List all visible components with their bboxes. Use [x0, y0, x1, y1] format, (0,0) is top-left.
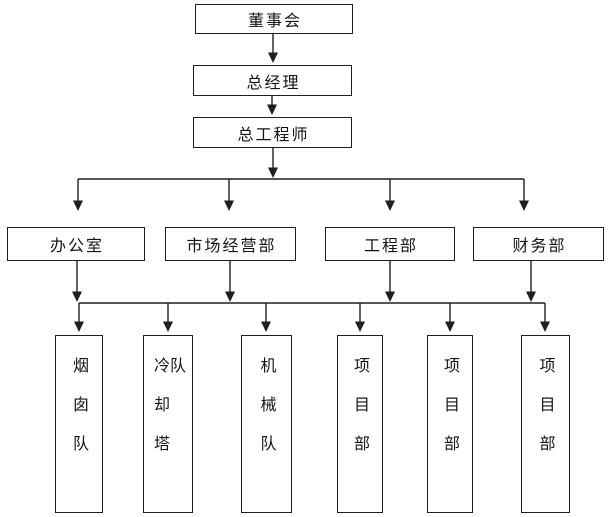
node-label: 财务部: [512, 236, 567, 255]
arrow-engineering-dept-to-bus: [385, 261, 395, 302]
node-cooling-tower-team: 冷却塔队: [143, 335, 193, 513]
arrow-bus-to-chimney-team: [74, 303, 84, 332]
arrow-bus-to-engineering-dept: [385, 179, 395, 211]
arrow-bus-to-project-dept-3: [540, 303, 550, 332]
node-label: 办公室: [49, 236, 104, 255]
arrow-board-to-gm: [268, 34, 278, 63]
node-market-operations-dept: 市场经营部: [165, 227, 296, 261]
node-office: 办公室: [7, 227, 145, 261]
node-label: 烟囱队: [70, 357, 89, 474]
node-engineering-dept: 工程部: [325, 227, 455, 261]
arrow-bus-to-project-dept-1: [355, 303, 365, 332]
node-chimney-team: 烟囱队: [55, 335, 103, 513]
arrow-bus-to-project-dept-2: [445, 303, 455, 332]
node-machinery-team: 机械队: [241, 335, 292, 513]
arrow-office-to-bus: [72, 261, 82, 302]
node-label: 机械队: [257, 357, 277, 474]
node-label: 总工程师: [237, 124, 310, 144]
arrow-finance-dept-to-bus: [526, 261, 536, 302]
arrow-bus-to-office: [73, 179, 83, 211]
node-label: 市场经营部: [186, 236, 277, 255]
node-general-manager: 总经理: [193, 65, 352, 96]
node-label: 董事会: [247, 11, 302, 30]
arrow-bus-to-machinery-team: [261, 303, 271, 332]
arrow-chief-engineer-to-bus: [268, 148, 278, 178]
node-project-dept-3: 项目部: [521, 335, 570, 513]
node-project-dept-2: 项目部: [427, 335, 473, 513]
arrow-gm-to-chief-engineer: [267, 96, 277, 115]
arrow-market-dept-to-bus: [225, 261, 235, 302]
node-label: 项目部: [536, 357, 556, 474]
node-finance-dept: 财务部: [473, 227, 604, 261]
arrow-bus-to-market-dept: [224, 179, 234, 211]
arrow-bus-to-finance-dept: [519, 179, 529, 211]
node-label: 工程部: [363, 236, 418, 255]
node-label: 项目部: [351, 357, 370, 474]
node-label: 总经理: [246, 72, 301, 92]
node-chief-engineer: 总工程师: [193, 117, 352, 148]
node-board-of-directors: 董事会: [195, 4, 353, 34]
node-label: 项目部: [441, 357, 460, 474]
node-label: 冷却塔队: [151, 357, 186, 474]
node-project-dept-1: 项目部: [337, 335, 383, 513]
arrow-bus-to-cooling-tower-team: [163, 303, 173, 332]
